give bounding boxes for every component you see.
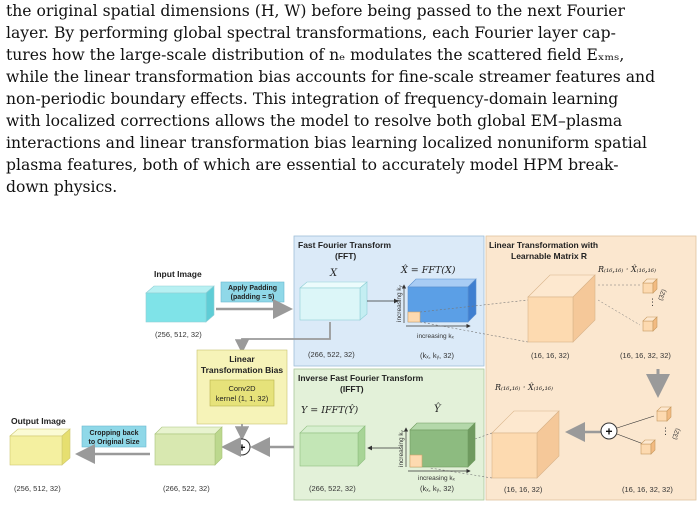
connector-4	[597, 299, 641, 326]
count-top: (32)	[657, 288, 668, 301]
linear-dims-left-bottom: (16, 16, 32)	[504, 485, 543, 494]
paragraph-line-6: with localized corrections allows the mo…	[6, 112, 623, 130]
padding-value: (padding = 5)	[231, 294, 275, 301]
paragraph-line-3: tures how the large-scale distribution o…	[6, 46, 625, 64]
paragraph-line-8: plasma features, both of which are essen…	[6, 156, 619, 174]
dots-bottom: ⋮	[661, 426, 670, 436]
ifft-freq-dims: (kₓ, kᵧ, 32)	[420, 484, 455, 493]
sum-dims: (266, 522, 32)	[163, 484, 210, 493]
padding-label: Apply Padding	[228, 285, 277, 292]
ifft-dims: (266, 522, 32)	[309, 484, 356, 493]
fft-padded-dims: (266, 522, 32)	[308, 350, 355, 359]
ifft-axis-kx: increasing kₓ	[418, 475, 456, 482]
padding-box	[220, 281, 285, 303]
output-cube	[9, 428, 71, 466]
small-cube-bottom-1	[656, 406, 672, 422]
spectrum-cube	[407, 278, 477, 323]
ifft-spectrum-cube	[409, 422, 476, 468]
x-label: X	[329, 268, 338, 279]
bias-title: Linear	[229, 354, 255, 364]
fft-axis-ky: increasing kᵧ	[396, 284, 403, 322]
input-dims: (256, 512, 32)	[155, 330, 202, 339]
linear-eq-top: R₍₁₆,₁₆₎ · X̂₍₁₆,₁₆₎	[597, 265, 656, 274]
fft-axis-kx: increasing kₓ	[417, 333, 455, 340]
ifft-axis-ky: increasing kᵧ	[398, 429, 405, 467]
y-hat-label: Ŷ	[434, 403, 442, 415]
input-cube	[145, 285, 215, 323]
fft-freq-dims: (kₓ, kᵧ, 32)	[420, 351, 455, 360]
input-title: Input Image	[154, 269, 202, 279]
output-title: Output Image	[11, 416, 66, 426]
ifft-title-sub: (IFFT)	[340, 384, 364, 394]
crop-label: Cropping back	[89, 430, 138, 437]
paragraph-line-9: down physics.	[6, 178, 118, 196]
linear-title: Linear Transformation with	[489, 240, 598, 250]
paragraph-line-4: while the linear transformation bias acc…	[6, 68, 656, 86]
connector-6	[429, 467, 493, 479]
linear-eq-bottom: R₍₁₆,₁₆₎ · X̂₍₁₆,₁₆₎	[494, 383, 553, 392]
ifft-equation: Y = IFFT(Ŷ)	[301, 404, 359, 416]
conv-box	[209, 379, 275, 407]
paragraph-line-2: layer. By performing global spectral tra…	[6, 24, 616, 42]
ifft-output-cube	[299, 425, 366, 467]
linear-bottom-cube	[491, 410, 560, 479]
linear-title-sub: Learnable Matrix R	[511, 251, 587, 261]
body-paragraph: the original spatial dimensions (H, W) b…	[6, 0, 696, 198]
small-cube-top-2	[642, 316, 658, 332]
linear-top-cube	[527, 274, 596, 343]
bias-title-sub: Transformation Bias	[201, 365, 283, 375]
sum-circle-linear	[600, 422, 618, 440]
count-bottom: (32)	[671, 427, 682, 440]
dots-top: ⋮	[648, 297, 657, 307]
plus-linear: +	[605, 425, 612, 439]
conv-label: Conv2D	[228, 384, 256, 393]
paragraph-line-5: non-periodic boundary effects. This inte…	[6, 90, 619, 108]
fft-title-sub: (FFT)	[335, 251, 356, 261]
output-dims: (256, 512, 32)	[14, 484, 61, 493]
linear-dims-right-bottom: (16, 16, 32, 32)	[622, 485, 673, 494]
fft-equation: X̂ = FFT(X)	[400, 264, 456, 276]
small-cube-top-1	[642, 278, 658, 294]
small-cube-bottom-2	[640, 439, 656, 455]
conv-kernel: kernel (1, 1, 32)	[216, 394, 269, 403]
linear-dims-left-top: (16, 16, 32)	[531, 351, 570, 360]
crop-box	[81, 425, 147, 448]
sum-result-cube	[154, 426, 223, 466]
paragraph-line-7: interactions and linear transformation b…	[6, 134, 647, 152]
plus-main: +	[238, 441, 245, 455]
line-plus-a	[616, 415, 655, 429]
fft-title: Fast Fourier Transform	[298, 240, 391, 250]
linear-dims-right-top: (16, 16, 32, 32)	[620, 351, 671, 360]
paragraph-line-1: the original spatial dimensions (H, W) b…	[6, 2, 625, 20]
ifft-title: Inverse Fast Fourier Transform	[298, 373, 424, 383]
crop-label-sub: to Original Size	[89, 439, 140, 446]
padded-input-cube	[299, 281, 368, 321]
arrow-to-bias	[234, 322, 331, 354]
